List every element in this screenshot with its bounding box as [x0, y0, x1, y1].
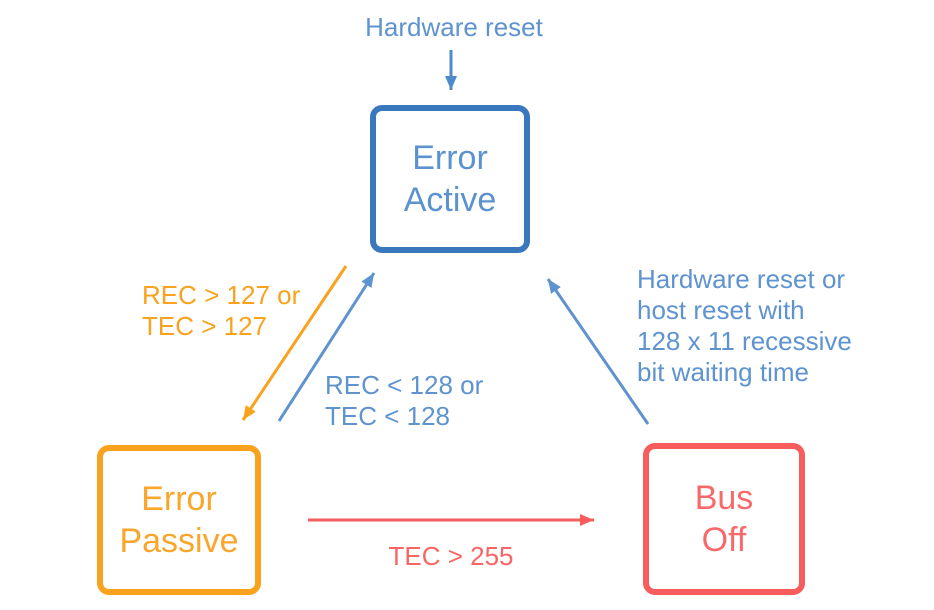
label-rec-tec-lt-128: REC < 128 or TEC < 128: [325, 370, 484, 431]
node-error-active: Error Active: [370, 105, 530, 253]
arrow-active-to-passive: [241, 265, 348, 421]
arrow-passive-to-active: [277, 272, 376, 422]
node-bus-off: Bus Off: [643, 443, 805, 595]
label-tec-gt-255: TEC > 255: [388, 541, 514, 571]
arrow-busoff-to-active: [546, 278, 650, 425]
label-bus-off-recovery: Hardware reset or host reset with 128 x …: [637, 264, 852, 387]
node-error-passive: Error Passive: [97, 445, 261, 595]
label-hardware-reset: Hardware reset: [365, 12, 543, 42]
label-rec-tec-gt-127: REC > 127 or TEC > 127: [142, 280, 301, 341]
